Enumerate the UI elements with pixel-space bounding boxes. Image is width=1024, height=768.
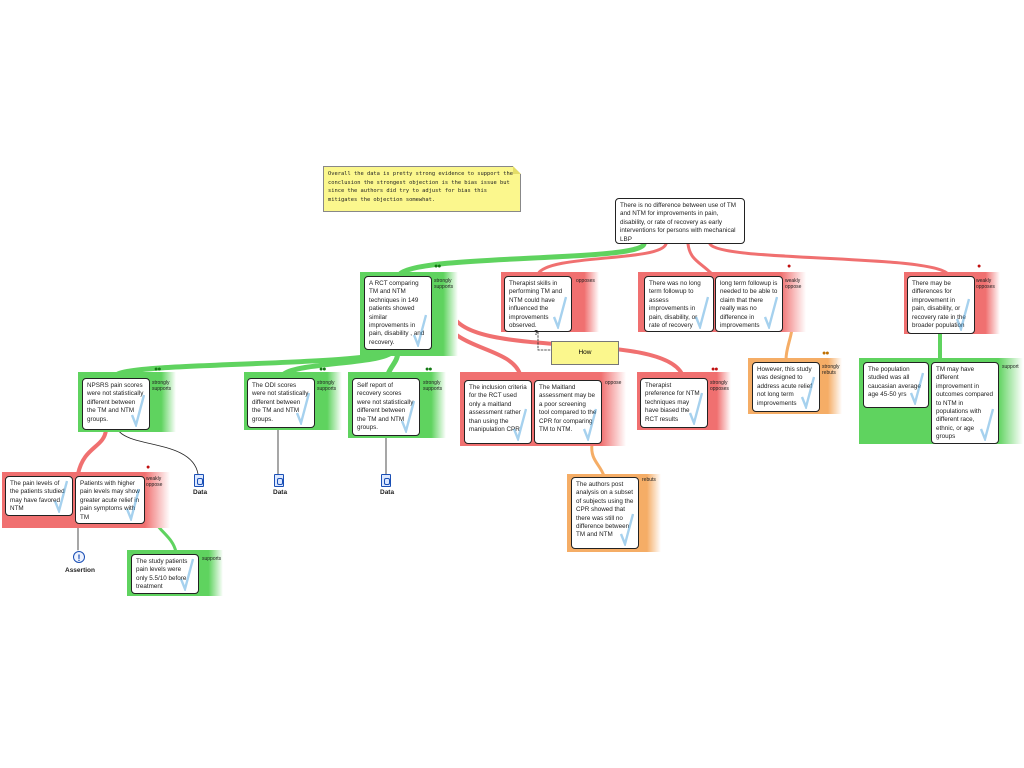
- link-skills-to-claim: [536, 242, 668, 276]
- followup-text-a: There was no long term followup to asses…: [649, 280, 701, 330]
- reason-check-icon: [553, 296, 567, 329]
- pain-support-box[interactable]: The study patients pain levels were only…: [131, 554, 199, 594]
- reason-check-icon: [126, 488, 140, 521]
- preference-relation-label: strongly opposes: [710, 380, 729, 392]
- self-text: Self report of recovery scores were not …: [357, 382, 414, 432]
- link-data1: [117, 429, 199, 475]
- followup-relation-label: weakly oppose: [785, 278, 802, 290]
- link-pop-to-claim: [708, 242, 950, 276]
- self-relation-label: strongly supports: [423, 380, 443, 392]
- reason-check-icon: [413, 314, 427, 347]
- pain-levels-text-a: The pain levels of the patients studied …: [10, 480, 65, 513]
- reason-check-icon: [689, 392, 703, 425]
- reason-check-icon: [296, 392, 310, 425]
- assertion-label: Assertion: [65, 567, 95, 574]
- data-document-icon[interactable]: [381, 474, 391, 487]
- npsrs-text: NPSRS pain scores were not statistically…: [87, 382, 144, 423]
- pop-box[interactable]: There may be differences for improvement…: [907, 276, 975, 334]
- reason-check-icon: [980, 408, 994, 441]
- rebut-short-text: However, this study was designed to addr…: [757, 366, 812, 407]
- reason-check-icon: [131, 394, 145, 427]
- reason-check-icon: [54, 480, 68, 513]
- followup-text-b: long term followup is needed to be able …: [720, 280, 778, 330]
- how-note[interactable]: How: [551, 341, 619, 365]
- pain-levels-box-a[interactable]: The pain levels of the patients studied …: [5, 476, 73, 516]
- summary-note[interactable]: Overall the data is pretty strong eviden…: [323, 166, 521, 212]
- rct-box[interactable]: A RCT comparing TM and NTM techniques in…: [364, 276, 432, 350]
- post-hoc-box[interactable]: The authors post analysis on a subset of…: [571, 477, 639, 549]
- criteria-box-a[interactable]: The inclusion criteria for the RCT used …: [464, 380, 532, 444]
- npsrs-relation-label: strongly supports: [152, 380, 172, 392]
- pain-support-text: The study patients pain levels were only…: [136, 558, 188, 591]
- data-document-icon[interactable]: [194, 474, 204, 487]
- post-hoc-text: The authors post analysis on a subset of…: [576, 481, 634, 539]
- npsrs-strength-dots: ●●: [154, 366, 162, 373]
- pop-support-relation-label: support: [1002, 364, 1019, 370]
- skills-box[interactable]: Therapist skills in performing TM and NT…: [504, 276, 572, 332]
- pop-support-box-a[interactable]: The population studied was all caucasian…: [863, 362, 929, 408]
- pop-relation-label: weakly opposes: [976, 278, 995, 290]
- rct-relation-label: strongly supports: [434, 278, 454, 290]
- link-how: [537, 331, 552, 351]
- pain-levels-box-b[interactable]: Patients with higher pain levels may sho…: [75, 476, 145, 524]
- pop-text: There may be differences for improvement…: [912, 280, 966, 330]
- followup-strength-dots: ●: [787, 263, 791, 270]
- rebut-short-relation-label: strongly rebuts: [822, 364, 840, 376]
- reason-check-icon: [910, 372, 924, 405]
- link-post-hoc: [590, 442, 606, 478]
- pop-strength-dots: ●: [977, 263, 981, 270]
- odi-strength-dots: ●●: [319, 366, 327, 373]
- question-icon: ?: [534, 330, 539, 337]
- reason-check-icon: [180, 558, 194, 591]
- criteria-box-b[interactable]: The Maitland assessment may be a poor sc…: [534, 380, 602, 444]
- pain-levels-relation-label: weakly oppose: [146, 476, 163, 488]
- rebut-short-strength-dots: ●●: [822, 350, 830, 357]
- reason-check-icon: [956, 298, 970, 331]
- pain-levels-strength-dots: ●: [146, 464, 150, 471]
- link-followup-to-claim: [686, 242, 714, 276]
- self-box[interactable]: Self report of recovery scores were not …: [352, 378, 420, 436]
- self-strength-dots: ●●: [425, 366, 433, 373]
- assertion-icon[interactable]: !: [73, 551, 85, 563]
- data-document-icon[interactable]: [274, 474, 284, 487]
- pop-support-box-b[interactable]: TM may have different improvement in out…: [931, 362, 999, 444]
- data-label-2: Data: [273, 489, 288, 496]
- criteria-relation-label: oppose: [605, 380, 622, 386]
- post-hoc-relation-label: rebuts: [642, 477, 656, 483]
- reason-check-icon: [695, 296, 709, 329]
- reason-check-icon: [401, 400, 415, 433]
- odi-relation-label: strongly supports: [317, 380, 337, 392]
- skills-relation-label: opposes: [576, 278, 595, 284]
- skills-text: Therapist skills in performing TM and NT…: [509, 280, 563, 330]
- pop-support-text-a: The population studied was all caucasian…: [868, 366, 921, 399]
- rct-text: A RCT comparing TM and NTM techniques in…: [369, 280, 425, 346]
- data-label-3: Data: [380, 489, 395, 496]
- odi-box[interactable]: The ODI scores were not statistically di…: [247, 378, 315, 428]
- reason-check-icon: [620, 513, 634, 546]
- preference-box[interactable]: Therapist preference for NTM techniques …: [640, 378, 708, 428]
- main-claim-box[interactable]: There is no difference between use of TM…: [615, 198, 745, 244]
- link-pain-levels: [76, 428, 108, 476]
- odi-text: The ODI scores were not statistically di…: [252, 382, 309, 423]
- preference-strength-dots: ●●: [711, 366, 719, 373]
- npsrs-box[interactable]: NPSRS pain scores were not statistically…: [82, 378, 150, 430]
- reason-check-icon: [801, 376, 815, 409]
- preference-text: Therapist preference for NTM techniques …: [645, 382, 700, 423]
- rct-strength-dots: ●●: [434, 263, 442, 270]
- reason-check-icon: [764, 296, 778, 329]
- followup-box-b[interactable]: long term followup is needed to be able …: [715, 276, 783, 332]
- reason-check-icon: [583, 408, 597, 441]
- followup-box-a[interactable]: There was no long term followup to asses…: [644, 276, 714, 332]
- link-rct-to-claim: [397, 241, 647, 277]
- data-label-1: Data: [193, 489, 208, 496]
- pain-support-relation-label: supports: [202, 556, 222, 562]
- pop-support-text-b: TM may have different improvement in out…: [936, 366, 994, 441]
- pain-levels-text-b: Patients with higher pain levels may sho…: [80, 480, 140, 521]
- criteria-text-a: The inclusion criteria for the RCT used …: [469, 384, 527, 434]
- criteria-text-b: The Maitland assessment may be a poor sc…: [539, 384, 597, 434]
- rebut-short-box[interactable]: However, this study was designed to addr…: [752, 362, 820, 412]
- reason-check-icon: [513, 408, 527, 441]
